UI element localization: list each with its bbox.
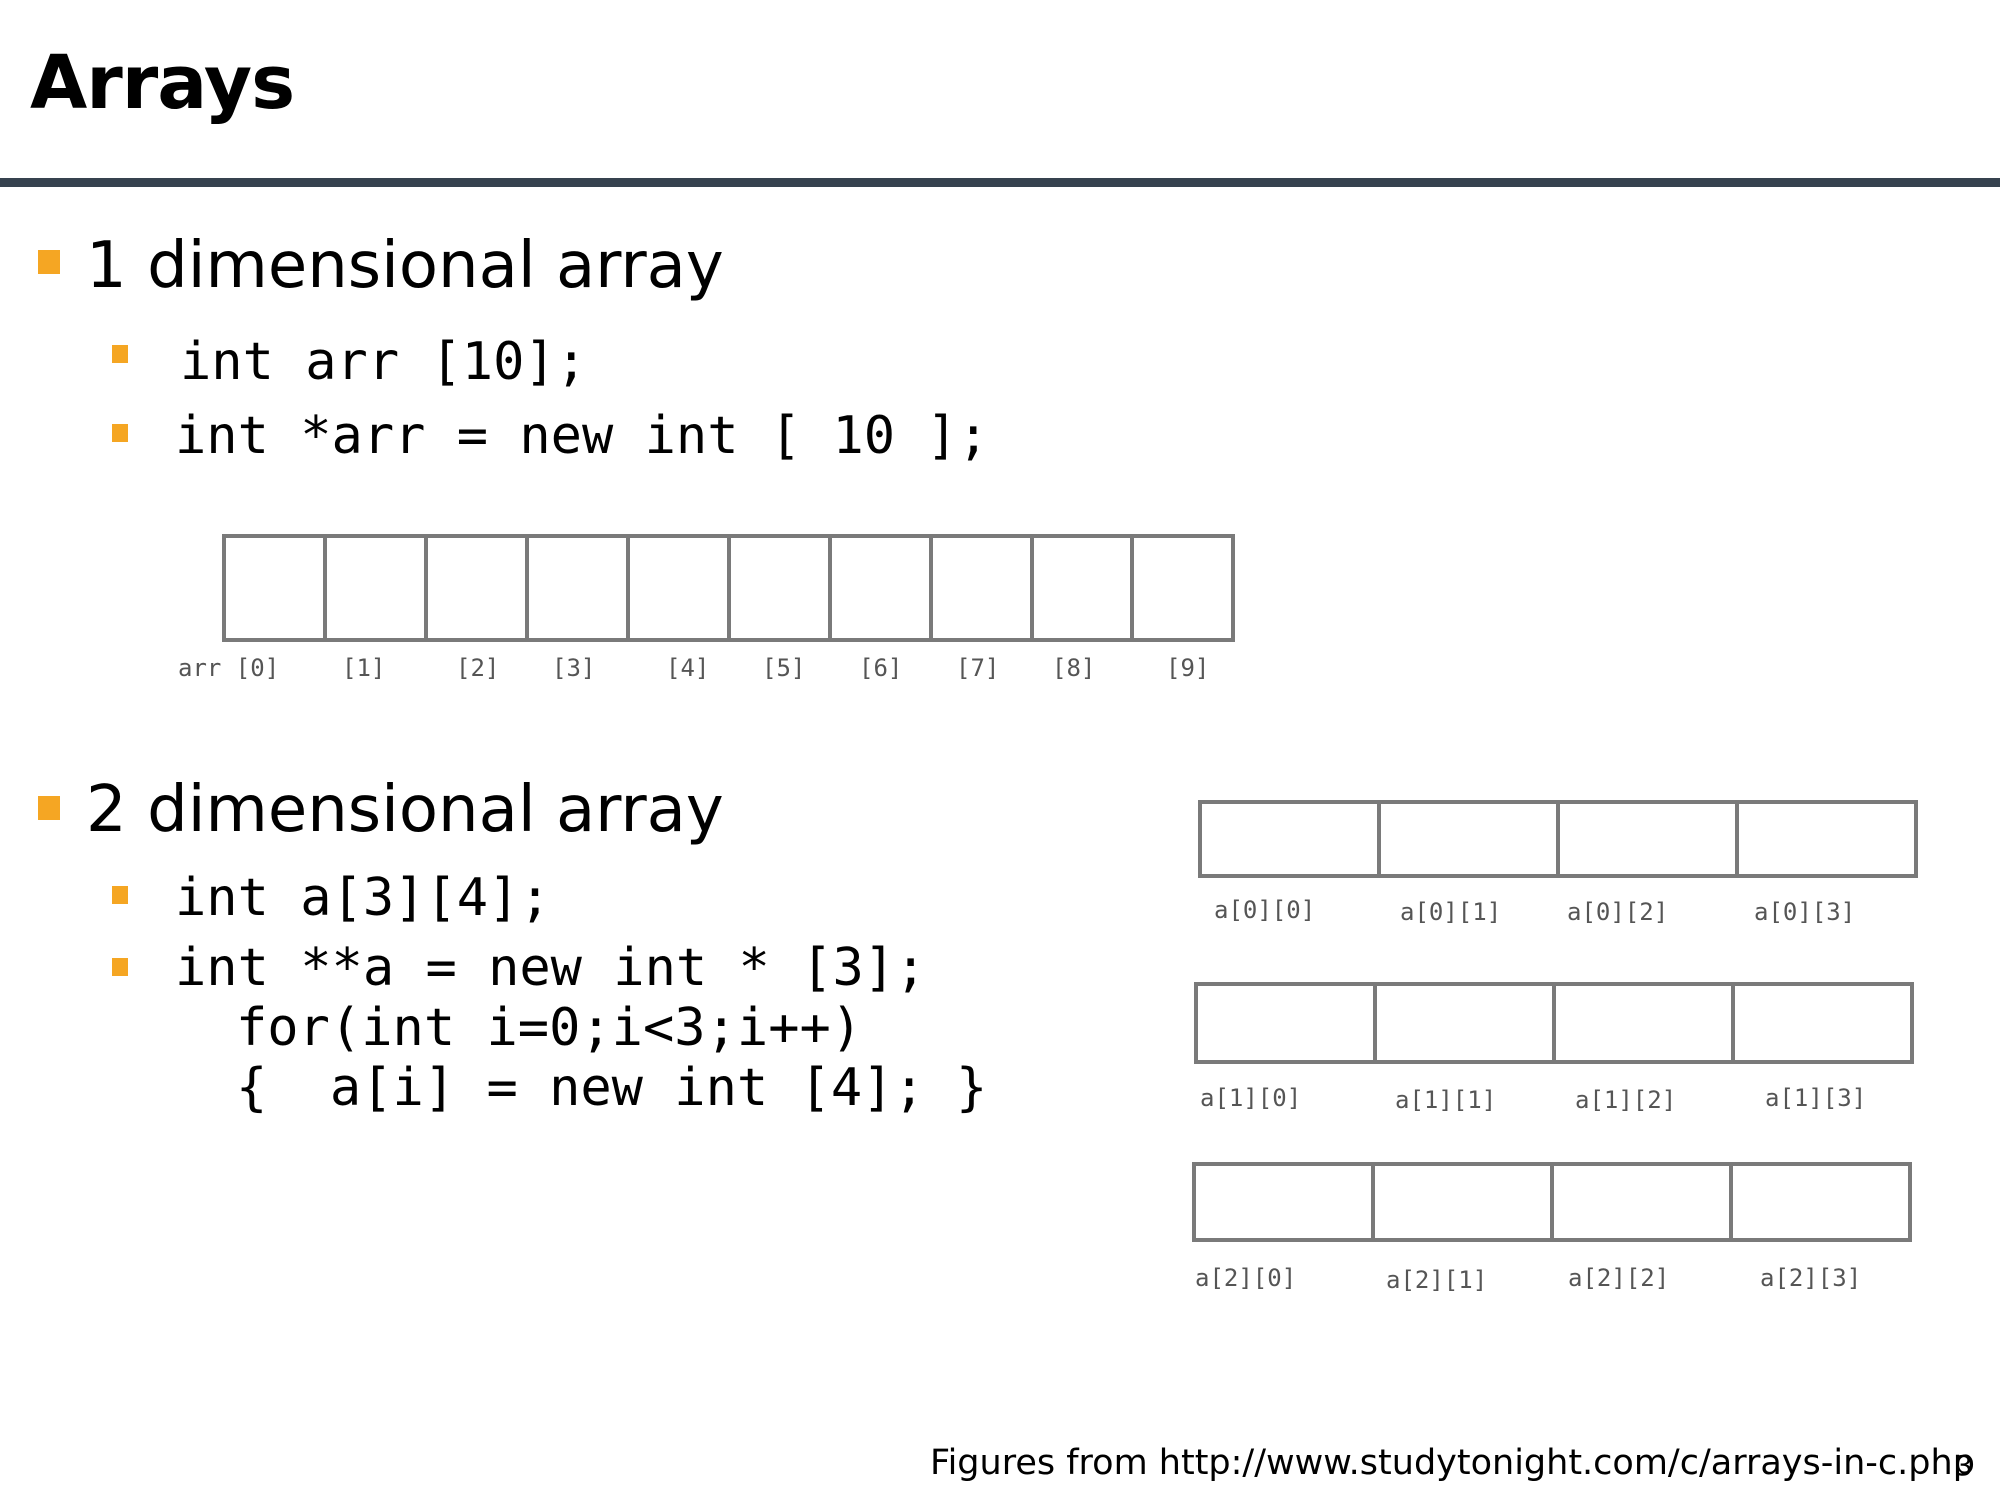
array-index-label: [1] [342,654,386,682]
bullet-icon [112,345,128,363]
one-d-array-cells [222,534,1235,642]
array-index-label: a[2][2] [1568,1264,1670,1292]
bullet-icon [112,886,128,904]
page-number: 3 [1955,1449,1973,1482]
array-cell [1371,1162,1554,1242]
array-cell [1377,800,1560,878]
array-index-label: a[2][3] [1760,1264,1862,1292]
array-index-label: [8] [1052,654,1096,682]
code-line: int a[3][4]; [175,868,551,928]
array-cell [1552,982,1735,1064]
array-index-label: a[0][1] [1400,898,1502,926]
array-cell [1130,534,1235,642]
array-index-label: [4] [666,654,710,682]
array-cell [1373,982,1556,1064]
array-cell [424,534,529,642]
array-cell [1731,982,1914,1064]
array-cell [1550,1162,1733,1242]
array-index-label: a[1][2] [1575,1086,1677,1114]
two-d-array-figure: a[0][0] a[0][1] a[0][2] a[0][3] a[1][0] … [1190,800,1920,1300]
bullet-icon [38,796,60,820]
array-cell [626,534,731,642]
array-index-label: a[1][3] [1765,1084,1867,1112]
bullet-icon [112,424,128,442]
section1-heading: 1 dimensional array [86,229,724,303]
bullet-icon [112,958,128,976]
array-index-label: arr [0] [178,654,280,682]
code-line: { a[i] = new int [4]; } [236,1058,988,1118]
code-line: int **a = new int * [3]; [175,938,927,998]
array-index-label: [2] [456,654,500,682]
array-cell [525,534,630,642]
array-index-label: a[2][1] [1386,1266,1488,1294]
array-cell [1556,800,1739,878]
array-index-label: [3] [552,654,596,682]
array-index-label: a[0][0] [1214,896,1316,924]
array-cell [1735,800,1918,878]
array-row [1198,800,1918,880]
array-index-label: a[0][2] [1567,898,1669,926]
array-cell [1030,534,1135,642]
array-index-label: a[0][3] [1754,898,1856,926]
array-cell [727,534,832,642]
title-divider [0,178,2000,187]
array-row [1192,1162,1912,1242]
array-index-label: [5] [762,654,806,682]
array-cell [222,534,327,642]
array-row [1194,982,1914,1064]
array-cell [1198,800,1381,878]
array-index-label: a[2][0] [1195,1264,1297,1292]
slide-title: Arrays [30,40,295,126]
array-index-label: [6] [859,654,903,682]
code-line: for(int i=0;i<3;i++) [236,998,863,1058]
code-line: int *arr = new int [ 10 ]; [175,406,989,466]
array-index-label: [7] [956,654,1000,682]
array-index-label: a[1][0] [1200,1084,1302,1112]
code-line: int arr [10]; [180,332,587,392]
bullet-icon [38,250,60,274]
array-cell [1194,982,1377,1064]
array-cell [1192,1162,1375,1242]
figure-source-note: Figures from http://www.studytonight.com… [930,1443,1975,1483]
array-index-label: [9] [1166,654,1210,682]
one-d-array-figure: arr [0] [1] [2] [3] [4] [5] [6] [7] [8] … [178,534,1237,684]
section2-heading: 2 dimensional array [86,773,724,847]
array-cell [828,534,933,642]
array-cell [323,534,428,642]
array-cell [929,534,1034,642]
array-index-label: a[1][1] [1395,1086,1497,1114]
array-cell [1729,1162,1912,1242]
